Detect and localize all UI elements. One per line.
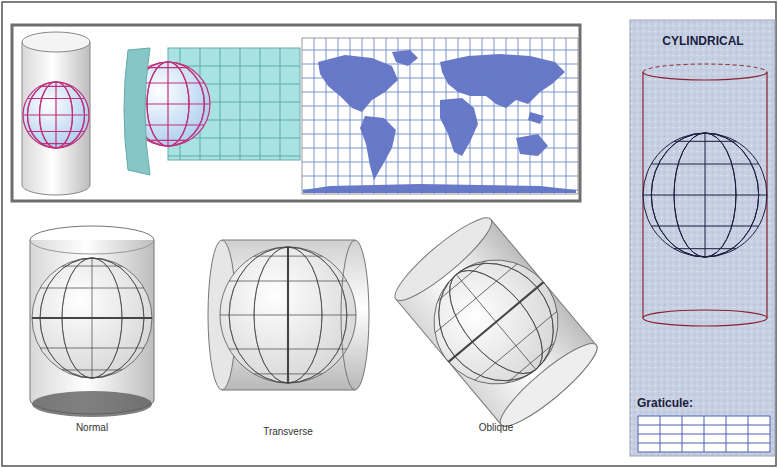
graticule-line (254, 256, 322, 257)
graticule-line (302, 92, 578, 93)
globe-disc (409, 235, 584, 410)
globe (643, 133, 767, 257)
graticule-line (254, 373, 322, 374)
graticule-line (302, 162, 578, 163)
graticule-line (362, 38, 363, 194)
graticule-line (566, 38, 567, 194)
graticule-line (415, 240, 577, 404)
graticule-line (398, 38, 399, 194)
graticule-line (40, 348, 144, 349)
graticule-line (229, 349, 347, 350)
graticule-line (638, 443, 770, 444)
graticule-line (638, 425, 770, 426)
graticule-line (260, 48, 261, 160)
graticule-line (374, 38, 375, 194)
graticule-line (302, 64, 578, 65)
graticule-line (62, 369, 122, 370)
graticule-line (651, 164, 758, 165)
graticule-line (62, 266, 122, 267)
graticule-line (280, 48, 281, 160)
graticule-line (434, 38, 435, 194)
graticule-line (27, 131, 84, 132)
globe-disc (220, 247, 356, 383)
graticule-line (494, 38, 495, 194)
graticule-line (40, 143, 73, 144)
graticule-line (220, 315, 356, 316)
graticule-line (435, 264, 517, 333)
graticule-line (302, 134, 578, 135)
graticule-line (415, 240, 577, 404)
graticule-line (147, 67, 189, 68)
graticule-line (422, 38, 423, 194)
graticule-line (338, 38, 339, 194)
graticule-line (386, 38, 387, 194)
graticule-line (482, 38, 483, 194)
graticule-line (674, 248, 736, 249)
graticule-line (27, 98, 84, 99)
graticule-line (638, 434, 770, 435)
globe (23, 82, 89, 148)
graticule-line (314, 38, 315, 194)
graticule-line (470, 38, 471, 194)
globe-disc (643, 133, 767, 257)
graticule-line (40, 288, 144, 289)
graticule-line (302, 120, 578, 121)
globe-disc (23, 82, 89, 148)
graticule-line (518, 38, 519, 194)
graticule-line (432, 255, 559, 390)
graticule-line (438, 261, 485, 301)
graticule-line (23, 114, 89, 115)
graticule-line (40, 86, 73, 87)
projection-caption: Transverse (263, 426, 313, 437)
panel-heading: CYLINDRICAL (662, 34, 743, 48)
globe-disc (32, 258, 152, 378)
globe (220, 247, 356, 383)
globe (409, 235, 584, 410)
graticule-line (542, 38, 543, 194)
graticule-line (410, 38, 411, 194)
globe (32, 258, 152, 378)
graticule-line (530, 38, 531, 194)
graticule-line (240, 48, 241, 160)
graticule-line (506, 38, 507, 194)
graticule-line (302, 190, 578, 191)
graticule-line (554, 38, 555, 194)
graticule-line (168, 156, 300, 157)
graticule-line (432, 255, 559, 390)
graticule-line (220, 48, 221, 160)
graticule-line (350, 38, 351, 194)
graticule-line (674, 141, 736, 142)
projection-caption: Normal (76, 422, 108, 433)
graticule-line (326, 38, 327, 194)
graticule-line (302, 106, 578, 107)
graticule-line (458, 38, 459, 194)
graticule-line (302, 148, 578, 149)
graticule-heading: Graticule: (637, 396, 693, 410)
graticule-line (229, 281, 347, 282)
graticule-line (643, 195, 767, 196)
graticule-line (446, 38, 447, 194)
graticule-line (449, 282, 544, 362)
graticule-line (147, 140, 189, 141)
graticule-line (302, 176, 578, 177)
graticule-line (651, 226, 758, 227)
projection-caption: Oblique (479, 422, 513, 433)
graticule-line (302, 78, 578, 79)
graticule-line (32, 317, 152, 319)
graticule-line (475, 311, 557, 380)
graticule-line (302, 50, 578, 51)
graticule-line (507, 343, 554, 383)
